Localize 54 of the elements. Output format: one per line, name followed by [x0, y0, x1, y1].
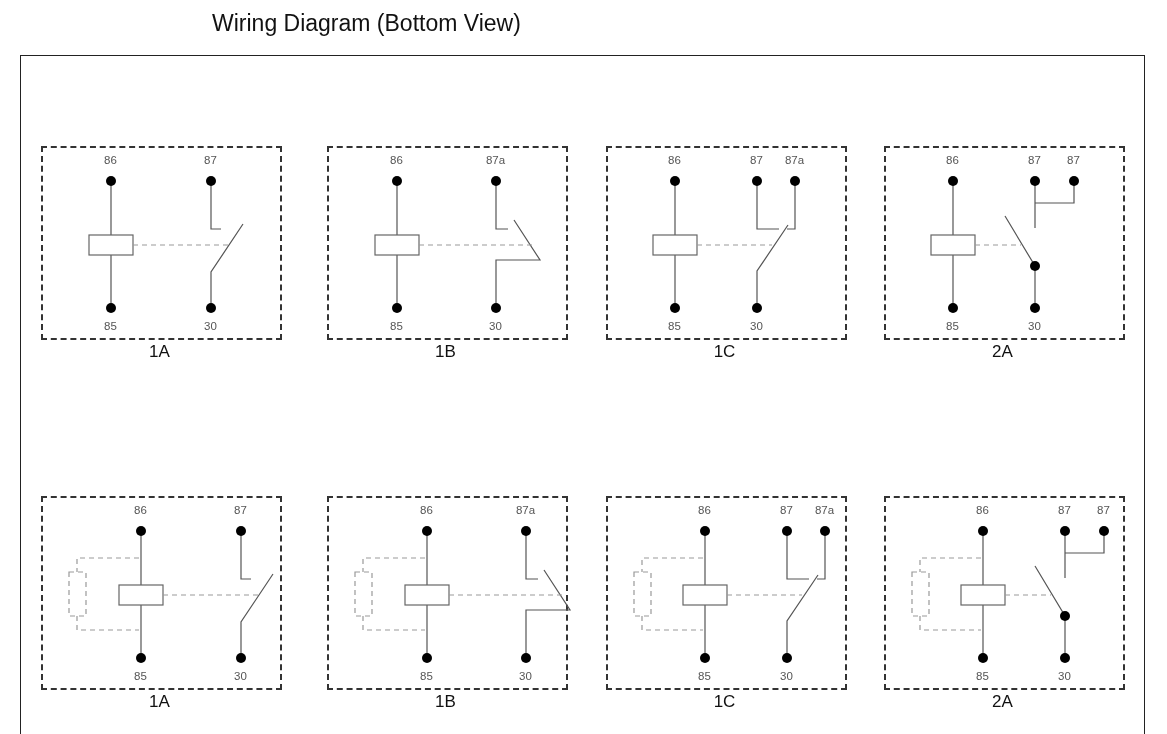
- pin-number: 87: [234, 504, 247, 517]
- pin-number: 85: [104, 320, 117, 333]
- pin-number: 30: [1028, 320, 1041, 333]
- pin-number: 87: [780, 504, 793, 517]
- dashed-panel: [326, 495, 568, 690]
- dashed-panel: [883, 145, 1125, 340]
- pin-number: 87: [1028, 154, 1041, 167]
- pin-number: 30: [750, 320, 763, 333]
- pin-number: 86: [976, 504, 989, 517]
- pin-number: 87: [1067, 154, 1080, 167]
- pin-number: 87: [750, 154, 763, 167]
- dashed-panel: [883, 495, 1125, 690]
- dashed-panel: [605, 145, 847, 340]
- pin-number: 30: [519, 670, 532, 683]
- pin-number: 87: [1058, 504, 1071, 517]
- pin-number: 87a: [485, 154, 506, 167]
- relay-type-caption: 1C: [713, 692, 736, 710]
- pin-number: 30: [1058, 670, 1071, 683]
- pin-number: 85: [420, 670, 433, 683]
- pin-number: 87: [1097, 504, 1110, 517]
- relay-type-caption: 1B: [435, 342, 456, 360]
- dashed-panel: [40, 145, 282, 340]
- frame-border: [20, 55, 1145, 734]
- relay-type-caption: 1A: [149, 342, 170, 360]
- diagram-title: Wiring Diagram (Bottom View): [212, 10, 521, 37]
- pin-number: 87a: [515, 504, 536, 517]
- pin-number: 85: [668, 320, 681, 333]
- pin-number: 85: [390, 320, 403, 333]
- pin-number: 86: [134, 504, 147, 517]
- pin-number: 85: [946, 320, 959, 333]
- pin-number: 85: [698, 670, 711, 683]
- pin-number: 86: [668, 154, 681, 167]
- pin-number: 86: [698, 504, 711, 517]
- pin-number: 30: [234, 670, 247, 683]
- relay-type-caption: 1B: [435, 692, 456, 710]
- relay-type-caption: 1C: [713, 342, 736, 360]
- dashed-panel: [605, 495, 847, 690]
- pin-number: 86: [420, 504, 433, 517]
- relay-type-caption: 2A: [992, 342, 1013, 360]
- pin-number: 87: [204, 154, 217, 167]
- pin-number: 86: [104, 154, 117, 167]
- relay-type-caption: 1A: [149, 692, 170, 710]
- pin-number: 86: [946, 154, 959, 167]
- dashed-panel: [40, 495, 282, 690]
- pin-number: 30: [489, 320, 502, 333]
- pin-number: 85: [134, 670, 147, 683]
- pin-number: 87a: [814, 504, 835, 517]
- dashed-panel: [326, 145, 568, 340]
- pin-number: 30: [780, 670, 793, 683]
- pin-number: 85: [976, 670, 989, 683]
- pin-number: 87a: [784, 154, 805, 167]
- pin-number: 86: [390, 154, 403, 167]
- pin-number: 30: [204, 320, 217, 333]
- relay-type-caption: 2A: [992, 692, 1013, 710]
